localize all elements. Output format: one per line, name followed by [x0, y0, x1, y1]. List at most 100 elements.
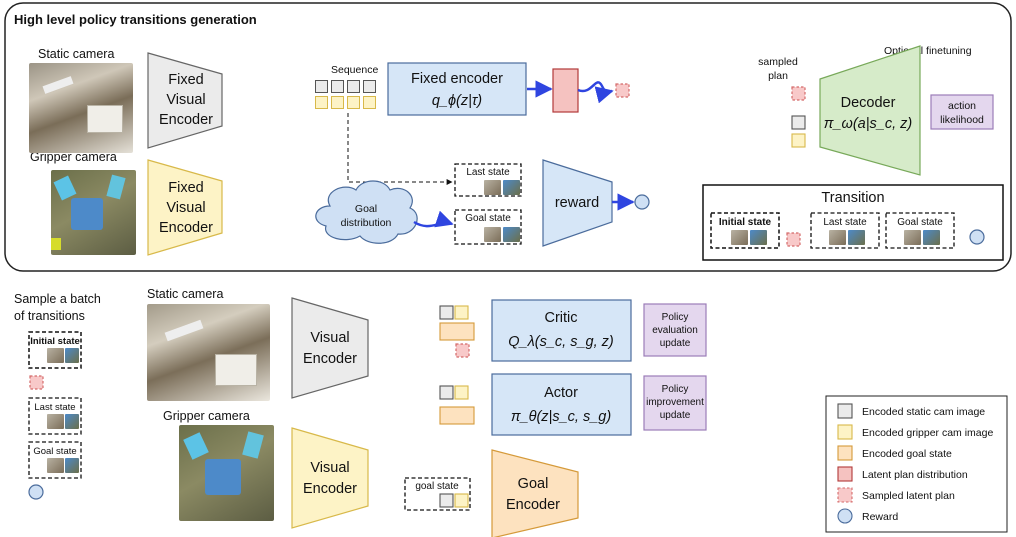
legend-label-5: Reward — [862, 511, 898, 523]
goal-state-thumb-static — [484, 227, 501, 242]
sequence-label: Sequence — [331, 64, 378, 76]
legend-swatch-2 — [837, 445, 853, 461]
legend-swatch-5 — [837, 508, 853, 524]
transition-label: Transition — [821, 190, 884, 206]
action-likelihood-box — [930, 94, 994, 130]
fixed-encoder-box-label: Fixed encoder — [411, 71, 503, 87]
fixed-encoder-formula: q_ϕ(z|τ) — [432, 93, 482, 109]
legend-swatch-3 — [837, 466, 853, 482]
policy-eval-line1: Policy — [662, 312, 689, 323]
last-state-thumb-gripper — [503, 180, 520, 195]
static-scene-robot-arm — [42, 76, 74, 94]
sampled-plan-line1: sampled — [758, 56, 798, 68]
fixed-encoder-2-line2: Visual — [166, 200, 205, 216]
legend-label-1: Encoded gripper cam image — [862, 427, 993, 439]
batch-goal-state-label: Goal state — [33, 446, 76, 457]
legend-swatch-4 — [837, 487, 853, 503]
actor-label: Actor — [544, 385, 578, 401]
batch-goal-state-box — [28, 441, 82, 479]
fixed-encoder-2-line1: Fixed — [168, 180, 203, 196]
static-scene-drawer — [87, 105, 123, 133]
transition-goal-state-label: Goal state — [897, 217, 943, 228]
fixed-encoder-1-line3: Encoder — [159, 112, 213, 128]
top-static-camera-image — [29, 63, 133, 153]
top-gripper-camera-image — [51, 170, 136, 255]
gripper-scene-finger-left-2 — [183, 432, 209, 460]
goal-encoder-static-input — [439, 493, 454, 508]
top-panel-frame — [4, 2, 1012, 272]
gripper-scene-finger-left — [53, 175, 77, 201]
fixed-encoder-2-line3: Encoder — [159, 220, 213, 236]
policy-improve-line1: Policy — [662, 384, 689, 395]
transition-last-state-label: Last state — [823, 217, 867, 228]
policy-improve-line3: update — [660, 410, 691, 421]
bottom-static-camera-image — [147, 304, 270, 401]
goal-encoder-line2: Encoder — [506, 497, 560, 513]
transition-goal-thumb-static — [904, 230, 921, 245]
fixed-visual-encoder-static — [147, 52, 223, 149]
goal-state-small-box — [404, 477, 471, 511]
top-goal-state-box — [454, 209, 522, 245]
policy-improvement-box — [643, 375, 707, 431]
top-panel-title: High level policy transitions generation — [14, 12, 257, 27]
batch-last-state-label: Last state — [34, 402, 75, 413]
decoder-static-input — [791, 115, 806, 130]
sample-batch-line1: Sample a batch — [14, 292, 101, 306]
decoder-sampled-plan — [791, 86, 806, 101]
transition-initial-state-box — [710, 212, 780, 249]
transition-reward-circle — [969, 229, 985, 245]
transition-last-state-box — [810, 212, 880, 249]
sample-batch-line2: of transitions — [14, 309, 85, 323]
visual-encoder-2-line1: Visual — [310, 460, 349, 476]
batch-sampled-plan — [29, 375, 44, 390]
goal-encoder-block — [491, 449, 579, 537]
reward-label: reward — [555, 195, 599, 211]
last-state-thumb-static — [484, 180, 501, 195]
bottom-static-camera-label: Static camera — [147, 287, 223, 301]
policy-evaluation-box — [643, 303, 707, 357]
policy-eval-line3: update — [660, 338, 691, 349]
goal-state-small-label: goal state — [415, 481, 459, 492]
top-static-camera-label: Static camera — [38, 47, 114, 61]
gripper-scene-block — [71, 198, 103, 230]
actor-goal-input — [439, 406, 475, 425]
transition-initial-thumb-gripper — [750, 230, 767, 245]
sampled-plan-line2: plan — [768, 70, 788, 82]
latent-plan-distribution — [552, 68, 579, 113]
batch-initial-thumb-static — [47, 348, 64, 363]
top-gripper-camera-label: Gripper camera — [30, 150, 117, 164]
top-last-state-label: Last state — [466, 167, 510, 178]
batch-last-state-box — [28, 397, 82, 435]
goal-state-thumb-gripper — [503, 227, 520, 242]
fixed-visual-encoder-gripper — [147, 159, 223, 256]
policy-improve-line2: improvement — [646, 397, 704, 408]
sequence-to-last-state-arrow — [347, 113, 453, 185]
top-last-state-box — [454, 163, 522, 197]
bottom-gripper-camera-image — [179, 425, 274, 521]
critic-box — [491, 299, 632, 362]
sequence-static-2 — [331, 80, 344, 93]
sampling-arrow — [577, 81, 614, 104]
actor-static-input — [439, 385, 454, 400]
transition-goal-state-box — [885, 212, 955, 249]
action-likelihood-line1: action — [948, 100, 976, 112]
sampled-latent-plan-top — [615, 83, 630, 98]
fixed-encoder-box — [387, 62, 527, 116]
transition-last-thumb-gripper — [848, 230, 865, 245]
decoder-formula: π_ω(a|s_c, z) — [824, 116, 912, 132]
policy-eval-line2: evaluation — [652, 325, 698, 336]
arrow-goal-distribution — [413, 210, 454, 228]
actor-box — [491, 373, 632, 436]
critic-plan-input — [455, 343, 470, 358]
visual-encoder-gripper — [291, 427, 369, 529]
actor-gripper-input — [454, 385, 469, 400]
goal-distribution-line1: Goal — [355, 203, 377, 215]
static-scene-robot-arm-2 — [164, 319, 204, 342]
critic-label: Critic — [544, 310, 577, 326]
sequence-gripper-4 — [363, 96, 376, 109]
decoder-gripper-input — [791, 133, 806, 148]
fixed-encoder-1-line1: Fixed — [168, 72, 203, 88]
transition-goal-thumb-gripper — [923, 230, 940, 245]
